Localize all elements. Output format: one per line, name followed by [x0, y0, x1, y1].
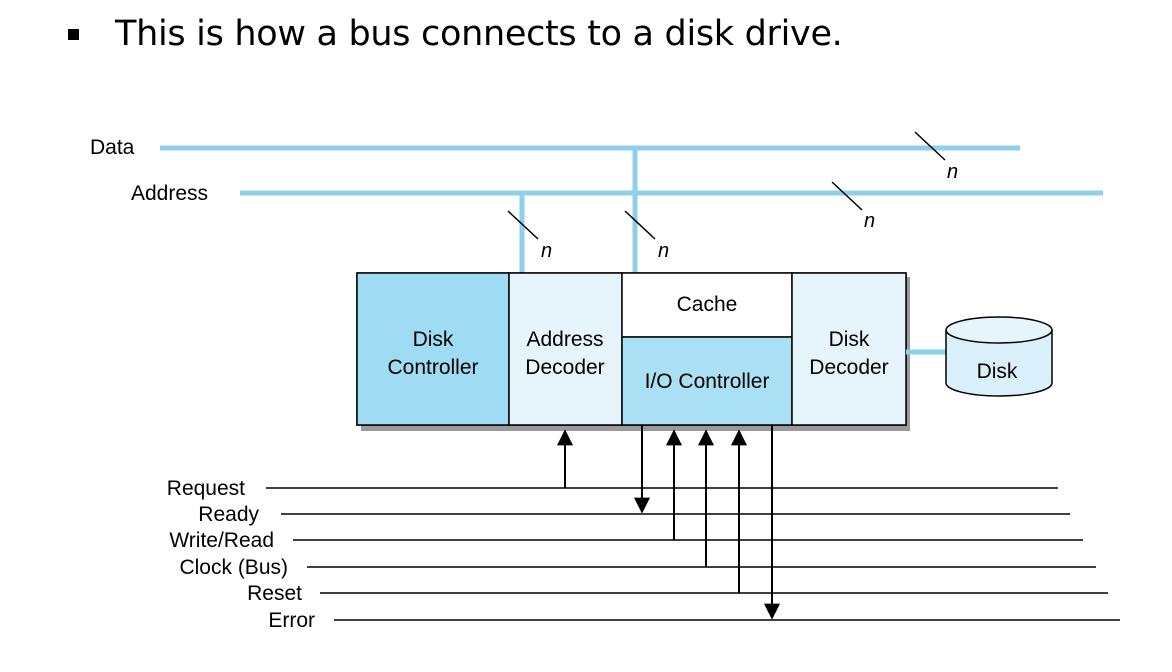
address-decoder-label-line1: Address: [526, 328, 603, 351]
bullet-text: This is how a bus connects to a disk dri…: [115, 14, 843, 54]
disk-decoder-label-line1: Disk: [829, 328, 870, 351]
disk-label: Disk: [977, 360, 1018, 383]
ready-label: Ready: [198, 503, 259, 526]
reset-label: Reset: [247, 582, 302, 605]
data-bus-width-label: n: [947, 161, 958, 183]
square-bullet-icon: [68, 28, 79, 40]
disk-controller-label-line2: Controller: [387, 356, 478, 379]
request-label: Request: [167, 477, 245, 500]
disk-controller-label-line1: Disk: [413, 328, 454, 351]
address-decoder-label-line2: Decoder: [525, 356, 604, 379]
address-tap-width-label: n: [541, 240, 552, 262]
cache-label: Cache: [677, 293, 738, 316]
address-bus-label: Address: [131, 182, 208, 205]
error-label: Error: [268, 609, 315, 632]
data-tap-width-label: n: [658, 240, 669, 262]
disk-decoder-box: [791, 272, 907, 426]
disk-decoder-label-line2: Decoder: [809, 356, 888, 379]
address-tap-width-slash: [507, 210, 539, 240]
data-bus-label: Data: [90, 136, 135, 159]
address-bus-width-label: n: [864, 210, 875, 232]
io-controller-box: [621, 336, 793, 426]
write-read-label: Write/Read: [169, 529, 274, 552]
data-bus-width-slash: [914, 131, 946, 161]
clock-bus-label: Clock (Bus): [179, 556, 288, 579]
data-tap-width-slash: [624, 210, 656, 240]
bullet-point: This is how a bus connects to a disk dri…: [68, 14, 843, 54]
address-bus-width-slash: [831, 181, 863, 211]
disk-cylinder-icon: [945, 316, 1053, 397]
disk-controller-box: [356, 272, 510, 426]
io-controller-label: I/O Controller: [645, 370, 770, 393]
